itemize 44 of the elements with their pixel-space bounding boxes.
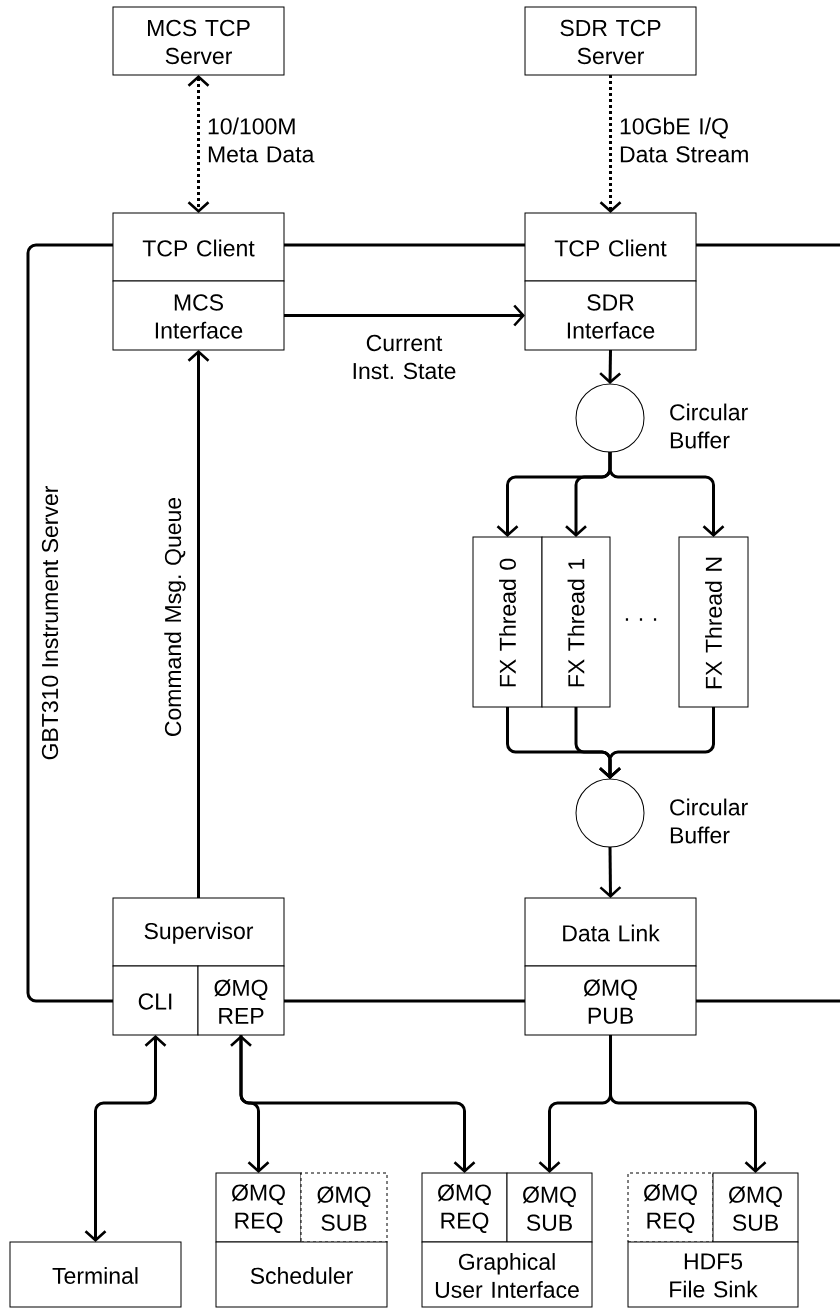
arrow	[284, 304, 525, 327]
edge-label: Command Msg. Queue	[164, 497, 186, 736]
ellipsis: · · ·	[625, 618, 657, 621]
process-box: CLI	[112, 965, 199, 1036]
process-box: TCP Client	[112, 212, 285, 282]
process-box: MCS Interface	[112, 280, 285, 351]
process-box: FX Thread N	[678, 536, 749, 708]
process-box: MCS TCP Server	[112, 6, 285, 76]
buffer-label: Circular Buffer	[670, 798, 748, 844]
arrow	[609, 1035, 767, 1173]
process-box: Terminal	[9, 1241, 182, 1308]
process-box: ØMQ REQ	[421, 1172, 508, 1243]
process-box: ØMQ REQ	[627, 1172, 714, 1243]
arrow	[230, 1035, 476, 1173]
process-box: Graphical User Interface	[421, 1241, 593, 1308]
buffer-circle	[575, 778, 645, 848]
process-box: Data Link	[524, 897, 697, 967]
process-box: Scheduler	[215, 1241, 388, 1308]
edge-label: 10/100M Meta Data	[208, 117, 315, 163]
buffer-circle	[575, 383, 645, 453]
process-box: FX Thread 0	[472, 536, 543, 708]
process-box: ØMQ PUB	[524, 965, 697, 1036]
arrow	[599, 847, 622, 898]
process-box: SDR TCP Server	[524, 6, 697, 76]
process-box: ØMQ SUB	[712, 1172, 799, 1243]
process-box: Supervisor	[112, 897, 285, 967]
arrow	[599, 707, 715, 779]
process-box: ØMQ SUB	[300, 1172, 388, 1243]
process-box: FX Thread 1	[541, 536, 611, 708]
process-box: HDF5 File Sink	[627, 1241, 799, 1308]
process-box: ØMQ REP	[197, 965, 285, 1036]
process-box: TCP Client	[524, 212, 697, 282]
arrow	[187, 350, 210, 898]
arrow	[608, 452, 725, 537]
edge-label: 10GbE I/Q Data Stream	[620, 117, 748, 163]
process-box: ØMQ SUB	[506, 1172, 593, 1243]
edge-label: Current Inst. State	[353, 334, 456, 380]
arrow	[599, 75, 622, 213]
process-box: SDR Interface	[524, 280, 697, 351]
arrow	[599, 349, 622, 384]
process-box: ØMQ REQ	[215, 1172, 302, 1243]
arrow	[84, 1035, 167, 1242]
buffer-label: Circular Buffer	[670, 403, 748, 449]
arrow	[187, 75, 210, 213]
